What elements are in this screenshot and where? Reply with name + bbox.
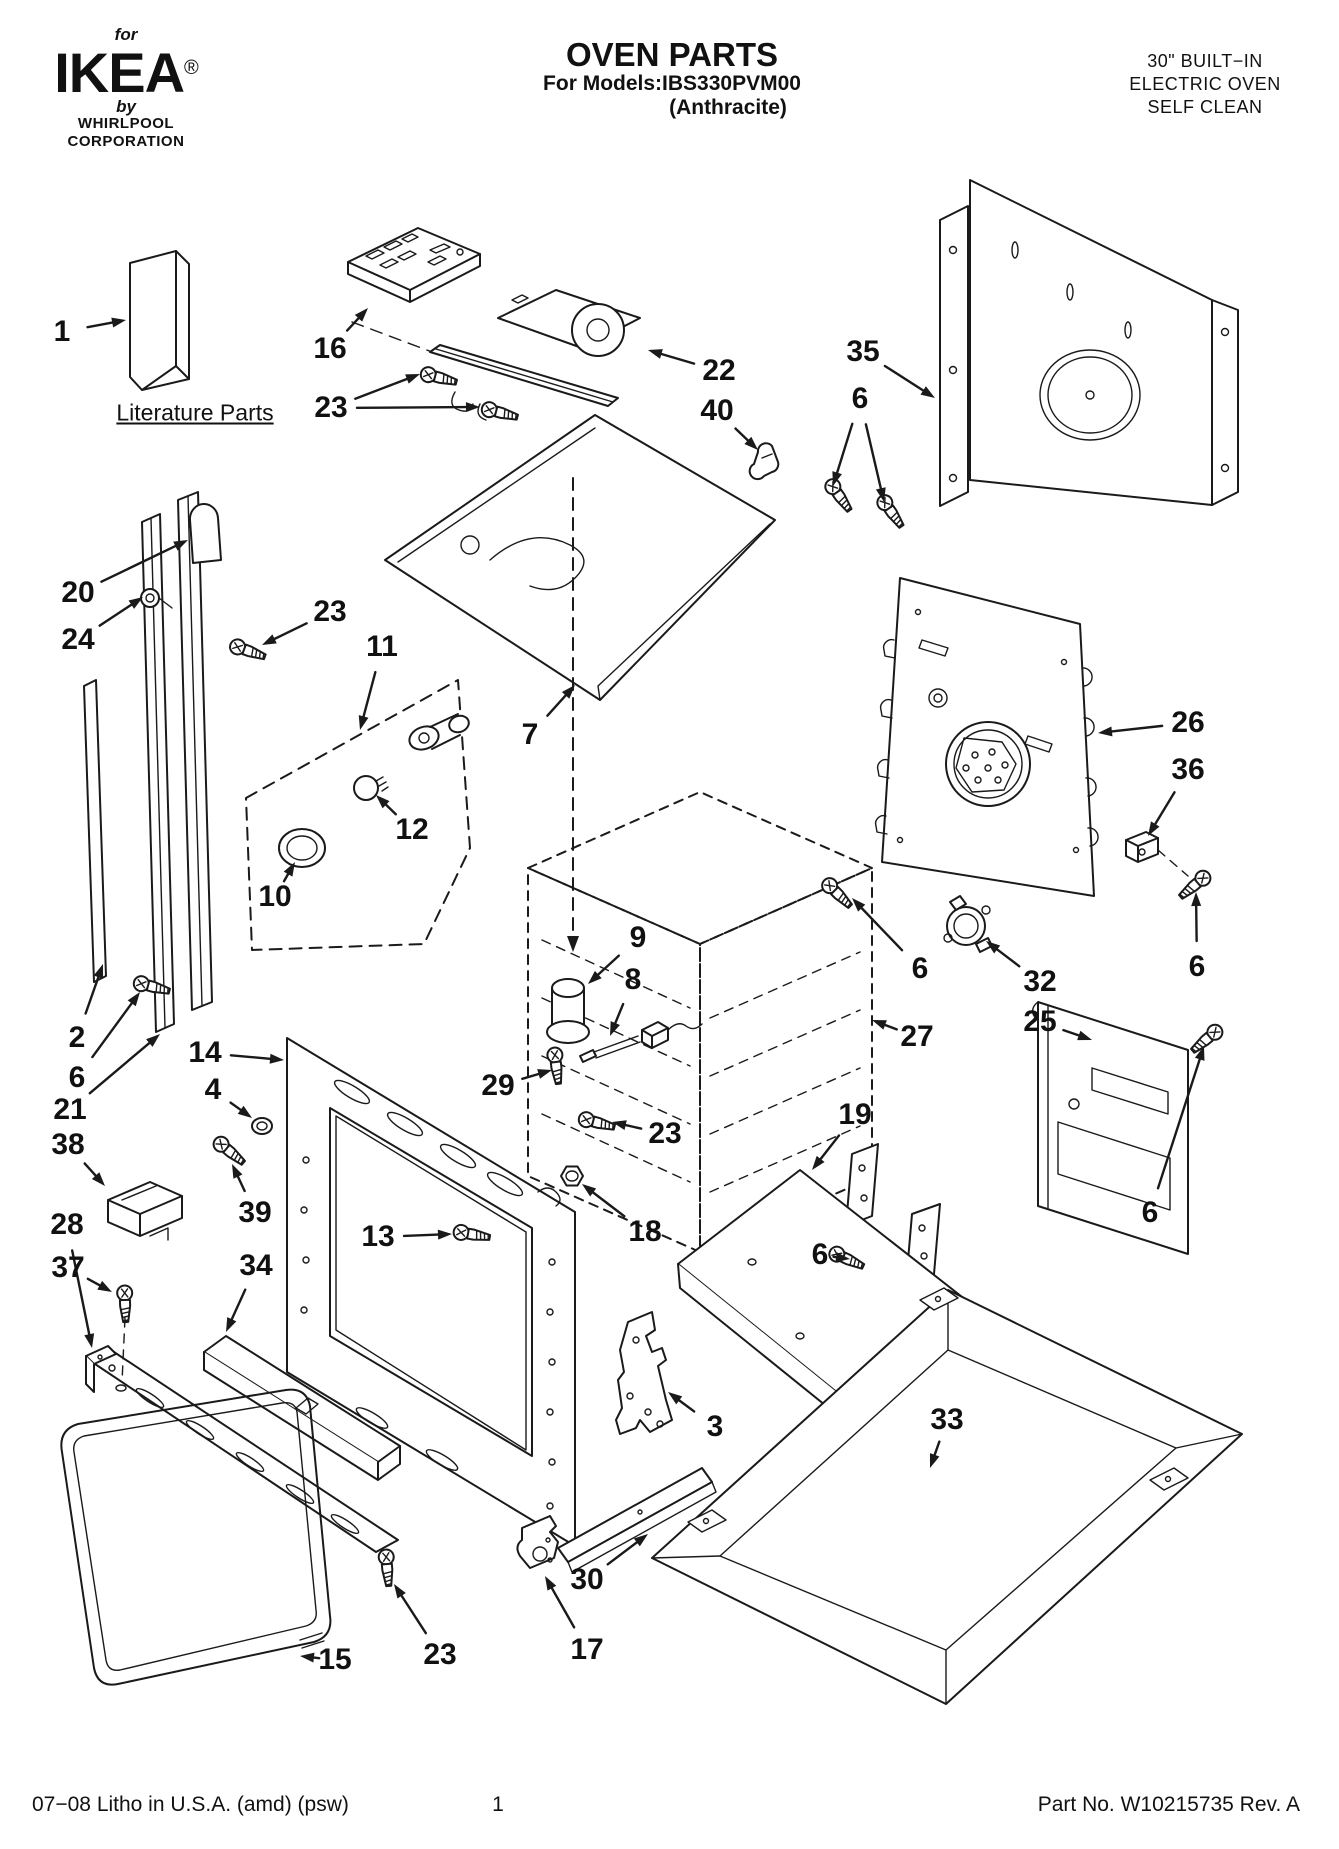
part-1-literature-book xyxy=(129,250,190,391)
part-28-trim-end-cap xyxy=(85,1345,117,1393)
part-7-top-panel xyxy=(384,414,776,952)
part-14-front-frame xyxy=(286,1037,576,1547)
part-15-door-gasket xyxy=(60,1388,332,1686)
part-26-convection-panel xyxy=(874,577,1099,897)
part-40-clip xyxy=(748,442,780,481)
part-3-bracket xyxy=(615,1311,673,1435)
part-36-clip xyxy=(1125,831,1189,877)
product-line-1: 30" BUILT−IN xyxy=(1147,51,1263,71)
part-30-trim-strip xyxy=(557,1467,717,1573)
part-32-thermostat xyxy=(943,895,993,953)
part-24-push-nut xyxy=(140,588,173,609)
part-8-oven-sensor xyxy=(579,1021,703,1063)
part-11-light-assembly-box xyxy=(245,679,471,951)
product-description: 30" BUILT−IN ELECTRIC OVEN SELF CLEAN xyxy=(1100,50,1310,119)
part-21-side-trim-channel xyxy=(141,491,213,1033)
part-17-clip xyxy=(516,1515,559,1569)
product-line-3: SELF CLEAN xyxy=(1147,97,1263,117)
brand-company: WHIRLPOOL CORPORATION xyxy=(67,115,185,150)
page-title: OVEN PARTS xyxy=(565,36,779,73)
part-25-rear-panel xyxy=(1031,1001,1189,1255)
brand-ikea-wordmark: IKEA® xyxy=(54,41,199,104)
part-33-drawer-pan xyxy=(651,1287,1243,1705)
callout-arrow-layer xyxy=(70,308,1205,1663)
screw-fasteners xyxy=(115,364,1227,1588)
brand-for: for xyxy=(114,25,138,44)
part-35-back-panel xyxy=(939,179,1239,507)
part-22-fan-assembly xyxy=(351,289,641,421)
footer-part-number: Part No. W10215735 Rev. A xyxy=(1037,1793,1300,1816)
part-38-module xyxy=(107,1181,183,1241)
part-4-grommet xyxy=(251,1117,273,1135)
registered-mark-icon: ® xyxy=(184,57,199,79)
finish-line: (Anthracite) xyxy=(669,96,787,119)
brand-by: by xyxy=(116,97,136,116)
part-2-side-trim-rod xyxy=(83,679,107,983)
model-line: For Models:IBS330PVM00 xyxy=(543,72,801,95)
footer-litho-note: 07−08 Litho in U.S.A. (amd) (psw) xyxy=(32,1793,349,1816)
title-block: OVEN PARTS For Models:IBS330PVM00 (Anthr… xyxy=(492,38,852,120)
part-9-light-housing xyxy=(546,978,590,1044)
part-16-control-board xyxy=(347,227,481,303)
part-34-vent-trim xyxy=(203,1335,401,1481)
product-line-2: ELECTRIC OVEN xyxy=(1129,74,1281,94)
part-20-trim-cap xyxy=(188,502,222,564)
part-18-nut xyxy=(560,1165,584,1187)
footer-page-number: 1 xyxy=(492,1793,504,1816)
brand-logo: for IKEA® by WHIRLPOOL CORPORATION xyxy=(26,25,226,151)
